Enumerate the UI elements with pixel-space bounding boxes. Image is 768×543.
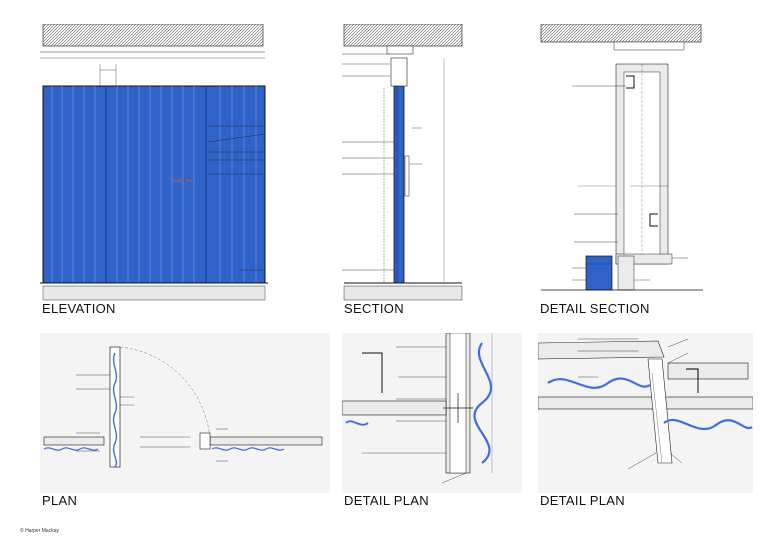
detail-ceiling — [540, 24, 702, 43]
plan-fold-wave — [112, 352, 118, 468]
angled-partition-top — [538, 340, 665, 360]
detail-plan-2-wave-bottom — [663, 418, 753, 431]
section-floor — [343, 285, 463, 301]
elevation-leaders — [207, 125, 266, 271]
elevation-panel: "push" me ELEVATION — [40, 24, 330, 324]
elevation-drawing — [40, 24, 268, 301]
detail-plan-1-panel: DETAIL PLAN — [342, 333, 522, 518]
detail-plan-2-wave-top — [547, 377, 651, 389]
floor-hatch — [42, 285, 266, 301]
push-me-label: "push" me — [170, 178, 193, 184]
folding-door-panels — [42, 85, 266, 284]
detail-section-leaders — [572, 85, 688, 281]
credit-text: © Harper Mackay — [20, 528, 59, 534]
plan-leaders — [76, 374, 228, 462]
detail-plan-wave — [473, 342, 493, 464]
detail-plan-2-title: DETAIL PLAN — [540, 493, 625, 508]
section-panel: SECTION — [342, 24, 522, 324]
detail-plan-1-drawing — [342, 333, 522, 493]
plan-partition-right — [209, 436, 323, 446]
section-drawing — [342, 24, 463, 301]
detail-section-panel: DETAIL SECTION — [538, 24, 753, 324]
detail-section-drawing — [540, 24, 703, 291]
detail-plan-2-drawing — [538, 333, 753, 493]
section-title: SECTION — [344, 301, 404, 316]
plan-title: PLAN — [42, 493, 78, 508]
section-door — [393, 85, 405, 284]
detail-plan-1-title: DETAIL PLAN — [344, 493, 429, 508]
detail-section-title: DETAIL SECTION — [540, 301, 650, 316]
plan-partition-left — [43, 436, 105, 446]
door-swing-arc — [119, 346, 211, 442]
elevation-title: ELEVATION — [42, 301, 116, 316]
detail-plan-2-panel: DETAIL PLAN — [538, 333, 753, 518]
plan-drawing — [40, 333, 330, 493]
detail-door-panel — [585, 255, 613, 291]
plan-panel: PLAN — [40, 333, 330, 518]
detail-plan-1-leaders — [362, 346, 467, 484]
section-leaders — [342, 53, 422, 271]
detail-plan-partition — [342, 400, 447, 416]
detail-plan-2-leaders — [578, 338, 689, 470]
detail-plan-2-partition — [538, 396, 753, 410]
section-ceiling — [343, 24, 463, 47]
ceiling-hatch — [42, 24, 264, 47]
